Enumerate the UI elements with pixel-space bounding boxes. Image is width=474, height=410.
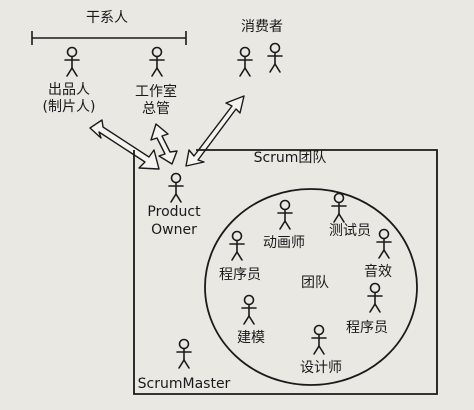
- designer-figure: [311, 324, 327, 355]
- studio-manager-figure: [149, 46, 165, 77]
- member-programmer-2-label: 程序员: [346, 320, 388, 336]
- member-audio-label: 音效: [364, 263, 392, 280]
- team-circle-label: 团队: [301, 275, 329, 291]
- producer-figure: [64, 46, 80, 77]
- scrum-team-box: [133, 149, 438, 395]
- scrum-master-figure: [176, 338, 192, 369]
- stakeholders-label: 干系人: [86, 10, 128, 26]
- arrow-po-consumers: [185, 95, 245, 167]
- product-owner-figure: [168, 172, 184, 203]
- member-designer-label: 设计师: [300, 360, 342, 376]
- producer-label-line2: (制片人): [43, 99, 96, 115]
- member-tester-label: 测试员: [329, 223, 371, 239]
- producer-label-line1: 出品人: [48, 82, 90, 98]
- product-owner-label-line1: Product: [147, 204, 201, 220]
- programmer-1-figure: [229, 230, 245, 261]
- member-modeler-label: 建模: [237, 330, 265, 346]
- audio-figure: [376, 228, 392, 259]
- scrum-team-label: Scrum团队: [254, 150, 327, 166]
- stakeholders-bracket: [31, 31, 187, 45]
- product-owner-label-line2: Owner: [151, 222, 197, 238]
- member-animator-label: 动画师: [263, 235, 305, 251]
- team-circle: [204, 188, 418, 386]
- scrum-master-label: ScrumMaster: [138, 376, 231, 392]
- modeler-figure: [241, 294, 257, 325]
- animator-figure: [277, 199, 293, 230]
- tester-figure: [331, 192, 347, 223]
- consumers-label: 消费者: [241, 19, 283, 35]
- arrow-producer-po: [89, 119, 160, 170]
- studio-label-line1: 工作室: [135, 83, 177, 100]
- consumer-figure-1: [237, 46, 253, 77]
- programmer-2-figure: [367, 282, 383, 313]
- member-programmer-1-label: 程序员: [219, 267, 261, 283]
- arrow-studio-po: [150, 123, 178, 165]
- consumer-figure-2: [267, 42, 283, 73]
- studio-label-line2: 总管: [142, 101, 170, 117]
